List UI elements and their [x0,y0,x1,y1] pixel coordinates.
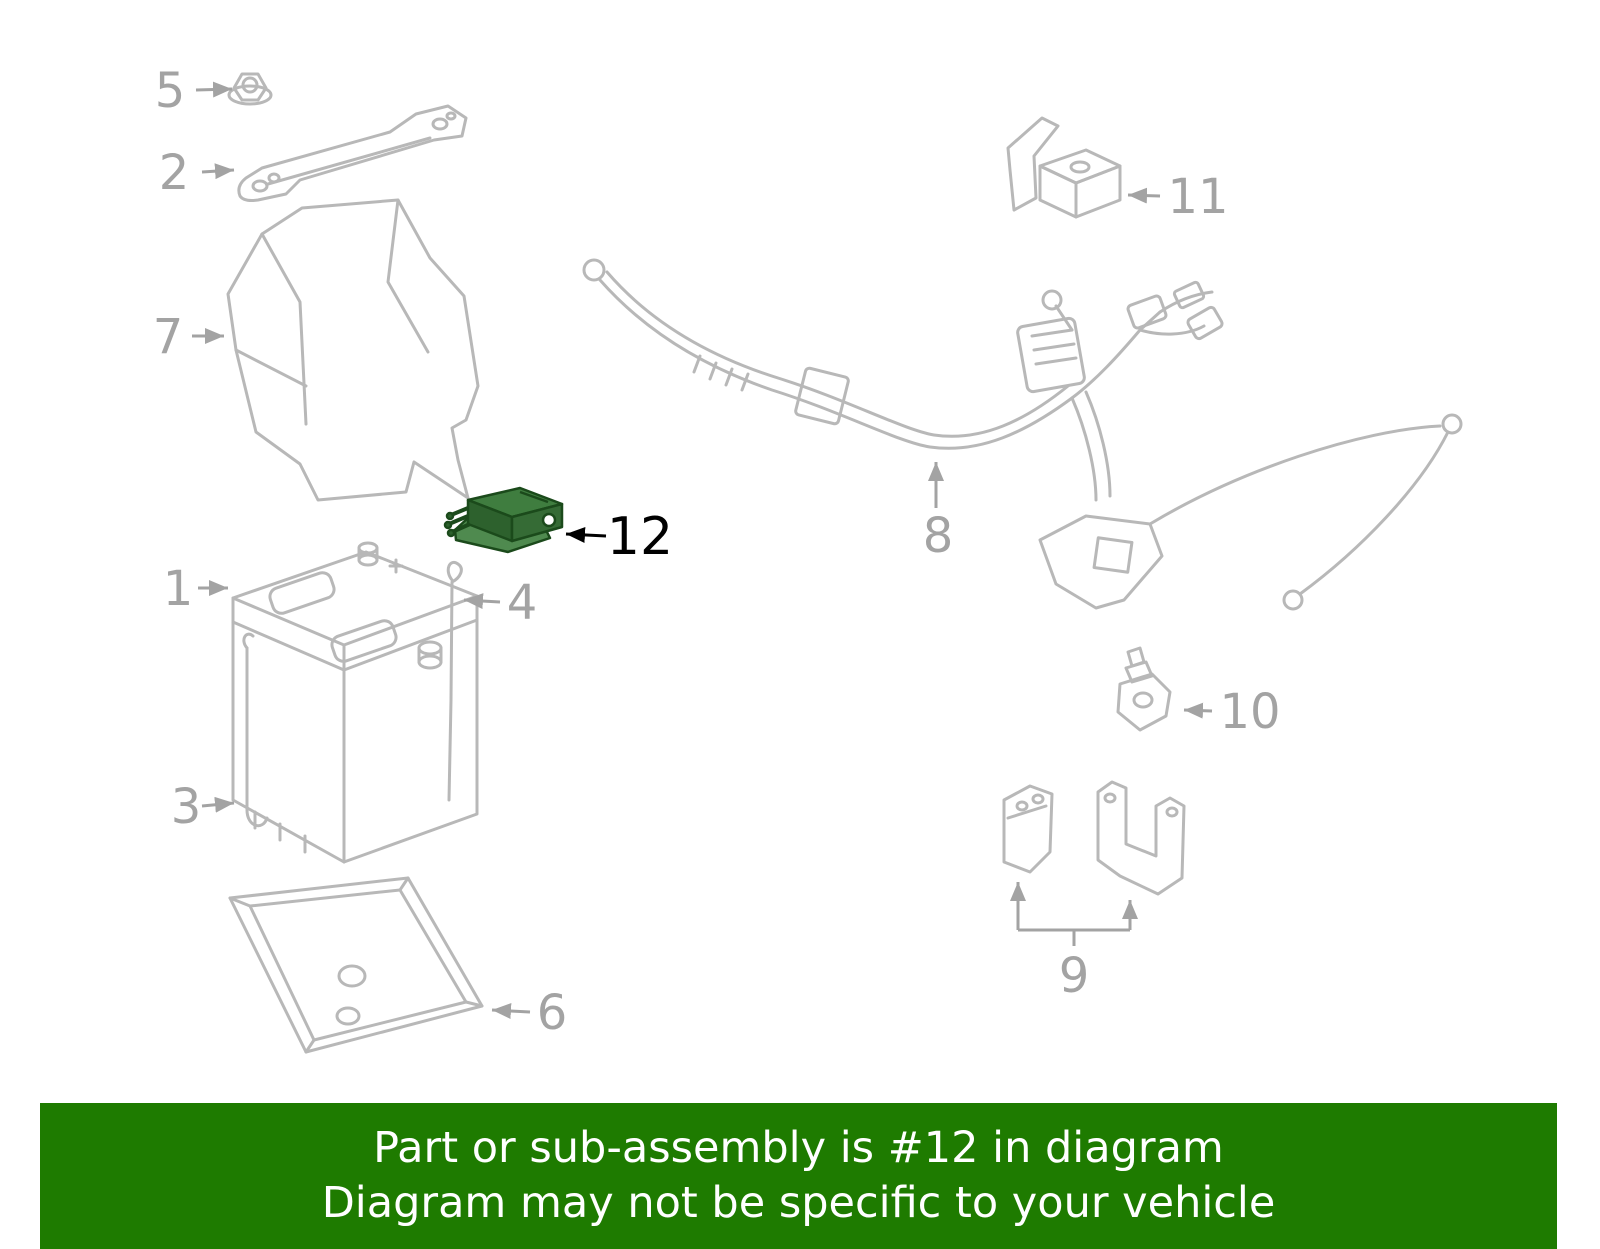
callout-8: 8 [923,462,954,564]
callout-4-label: 4 [507,575,538,631]
bracket-pair-drawing [1002,780,1186,896]
callout-10-arrow [1183,702,1213,719]
callout-11-arrow [1127,187,1161,204]
battery-tray-drawing [228,876,484,1054]
callout-12: 12 [565,507,673,567]
terminal-fuse-drawing [1006,116,1122,219]
nut-drawing [227,72,273,106]
callout-10: 10 [1183,684,1281,740]
callout-3-arrow [201,796,235,813]
callout-3-label: 3 [171,779,202,835]
callout-5-arrow [195,81,233,98]
callout-4-arrow [463,593,501,610]
callout-6-arrow [491,1003,531,1019]
part-12-highlight-drawing [443,486,564,554]
callout-12-label: 12 [607,507,673,567]
callout-9-label: 9 [1059,948,1090,1004]
callout-2: 2 [159,145,235,201]
holddown-rod-left-drawing [242,632,269,828]
callout-4: 4 [463,575,538,631]
battery-drawing [231,541,479,864]
banner-line-2: Diagram may not be specific to your vehi… [321,1178,1276,1228]
clip-drawing [1116,646,1172,732]
callout-6-label: 6 [537,985,568,1041]
callout-8-label: 8 [923,508,954,564]
callout-12-arrow [565,526,607,543]
callout-10-label: 10 [1219,684,1280,740]
callout-6: 6 [491,985,568,1041]
parts-diagram-canvas: 5 2 7 1 4 3 [153,63,1463,1054]
highlight-banner: Part or sub-assembly is #12 in diagram D… [40,1103,1557,1249]
callout-3: 3 [171,779,235,835]
wiring-harness-drawing [582,258,1463,611]
callout-5: 5 [155,63,233,119]
callout-5-label: 5 [155,63,186,119]
callout-1-label: 1 [163,561,194,617]
callout-1: 1 [163,561,228,617]
holddown-rod-right-drawing [446,561,463,802]
banner-line-1: Part or sub-assembly is #12 in diagram [373,1122,1224,1173]
callout-2-arrow [201,163,235,180]
callout-7-label: 7 [153,309,184,365]
callout-9: 9 [1010,882,1138,1004]
battery-cover-drawing [226,198,480,502]
callout-11: 11 [1127,169,1229,225]
callout-2-label: 2 [159,145,190,201]
callout-7: 7 [153,309,224,365]
callouts-layer: 5 2 7 1 4 3 [153,63,1281,1041]
holddown-bar-drawing [237,104,468,202]
callout-11-label: 11 [1167,169,1228,225]
